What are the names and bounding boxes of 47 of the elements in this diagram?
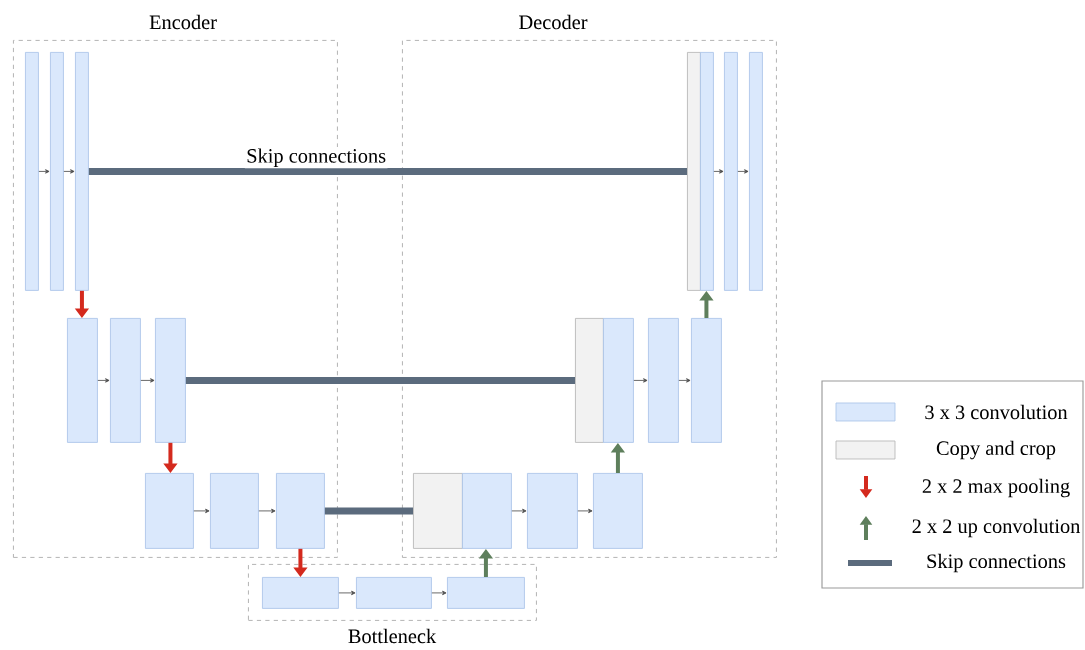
- feature-block: [691, 318, 722, 443]
- feature-block: [700, 52, 714, 291]
- arrow: [140, 378, 155, 383]
- section-heading: Decoder: [519, 14, 588, 30]
- feature-block: [110, 318, 141, 443]
- feature-block: [749, 52, 763, 291]
- feature-block: [75, 52, 89, 291]
- arrow: [38, 169, 50, 174]
- feature-block: [210, 473, 259, 549]
- feature-block: [603, 318, 634, 443]
- feature-block: [276, 473, 325, 549]
- edge-label: Skip connections: [244, 147, 388, 169]
- legend-label: Skip connections: [927, 553, 1066, 573]
- feature-block: [447, 577, 525, 609]
- legend-label: 2 x 2 up convolution: [912, 518, 1081, 538]
- arrow: [258, 508, 276, 514]
- feature-block: [527, 473, 578, 549]
- arrow: [97, 378, 110, 383]
- arrow: [63, 169, 75, 174]
- feature-block: [25, 52, 39, 291]
- feature-block: [67, 318, 98, 443]
- arrow: [737, 169, 749, 174]
- feature-block: [724, 52, 738, 291]
- arrow: [678, 378, 691, 383]
- arrow: [713, 169, 724, 174]
- section-heading: Encoder: [149, 14, 217, 30]
- legend-label: 2 x 2 max pooling: [922, 478, 1070, 498]
- feature-block: [575, 318, 604, 443]
- feature-block: [356, 577, 432, 609]
- feature-block: [262, 577, 339, 609]
- feature-block: [50, 52, 64, 291]
- feature-block: [648, 318, 679, 443]
- legend-label: Copy and crop: [936, 440, 1056, 460]
- arrow: [511, 508, 527, 514]
- feature-block: [462, 473, 512, 549]
- feature-block: [593, 473, 643, 549]
- arrow: [193, 508, 210, 514]
- arrow: [338, 590, 356, 596]
- arrow: [633, 378, 648, 383]
- arrow: [577, 508, 593, 514]
- arrow: [431, 590, 447, 596]
- feature-block: [413, 473, 463, 549]
- section-heading: Bottleneck: [348, 628, 437, 644]
- feature-block: [145, 473, 194, 549]
- feature-block: [687, 52, 701, 291]
- feature-block: [155, 318, 186, 443]
- legend-label: 3 x 3 convolution: [925, 404, 1068, 420]
